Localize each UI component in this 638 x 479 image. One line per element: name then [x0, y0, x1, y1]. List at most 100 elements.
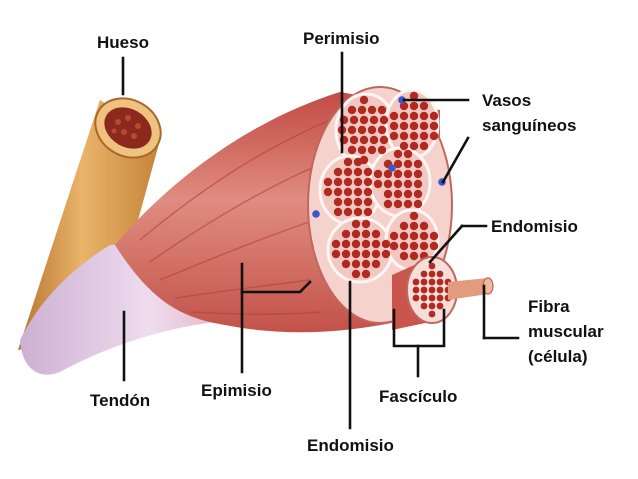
muscle-fiber	[409, 251, 419, 261]
muscle-fiber	[389, 131, 399, 141]
muscle-fiber	[428, 302, 436, 310]
muscle-fiber	[347, 145, 357, 155]
muscle-fiber	[341, 239, 351, 249]
muscle-fiber	[419, 101, 429, 111]
muscle-fiber	[361, 239, 371, 249]
muscle-fiber	[343, 197, 353, 207]
muscle-fiber	[341, 229, 351, 239]
muscle-fiber	[399, 251, 409, 261]
muscle-fiber	[393, 189, 403, 199]
muscle-fiber	[357, 105, 367, 115]
muscle-fiber	[349, 135, 359, 145]
muscle-fiber	[393, 179, 403, 189]
muscle-fiber	[333, 177, 343, 187]
muscle-fiber	[347, 125, 357, 135]
muscle-fiber	[351, 239, 361, 249]
blood-vessel	[388, 164, 396, 172]
muscle-fiber	[412, 294, 420, 302]
muscle-fiber	[343, 187, 353, 197]
muscle-fiber	[341, 249, 351, 259]
muscle-fiber	[429, 121, 439, 131]
muscle-fiber	[351, 219, 361, 229]
muscle-fiber	[369, 115, 379, 125]
muscle-fiber	[343, 177, 353, 187]
muscle-fiber	[357, 125, 367, 135]
muscle-fiber	[351, 259, 361, 269]
muscle-fiber	[389, 231, 399, 241]
muscle-fiber	[323, 177, 333, 187]
muscle-fiber	[363, 167, 373, 177]
leader-lines	[121, 51, 520, 430]
muscle-fiber	[399, 221, 409, 231]
muscle-fiber	[361, 229, 371, 239]
muscle-fiber	[428, 310, 436, 318]
muscle-fiber	[399, 141, 409, 151]
muscle-fiber	[409, 241, 419, 251]
muscle-fiber	[429, 131, 439, 141]
muscle-fiber	[403, 169, 413, 179]
muscle-fiber	[361, 219, 371, 229]
muscle-fiber	[389, 241, 399, 251]
muscle-fiber	[381, 239, 391, 249]
muscle-fiber	[333, 197, 343, 207]
muscle-fiber	[403, 189, 413, 199]
muscle-fiber	[409, 231, 419, 241]
muscle-fiber	[393, 169, 403, 179]
label-vasos-sanguineos-line1: Vasos	[482, 91, 531, 110]
muscle-fiber	[399, 111, 409, 121]
bone	[18, 97, 162, 350]
muscle-fiber	[413, 179, 423, 189]
muscle-fiber	[420, 270, 428, 278]
muscle-fiber	[403, 179, 413, 189]
muscle-fiber	[419, 121, 429, 131]
muscle-fiber	[353, 187, 363, 197]
muscle-fiber	[419, 131, 429, 141]
muscle-fiber	[393, 159, 403, 169]
muscle-fiber	[331, 239, 341, 249]
muscle-fiber	[383, 179, 393, 189]
muscle-fiber	[353, 157, 363, 167]
muscle-fiber	[436, 286, 444, 294]
muscle-fiber	[377, 145, 387, 155]
muscle-fiber	[419, 141, 429, 151]
muscle-fiber	[349, 115, 359, 125]
muscle-fiber	[373, 179, 383, 189]
muscle-fiber	[409, 111, 419, 121]
muscle-fiber	[403, 199, 413, 209]
label-vasos-sanguineos-line2: sanguíneos	[482, 116, 576, 135]
muscle-fiber	[343, 167, 353, 177]
muscle-fiber	[413, 199, 423, 209]
muscle-fiber	[409, 101, 419, 111]
muscle-fiber	[429, 111, 439, 121]
muscle-fiber	[361, 269, 371, 279]
muscle-fiber	[357, 145, 367, 155]
muscle-fiber	[341, 259, 351, 269]
muscle-fiber	[399, 131, 409, 141]
muscle-fiber	[373, 169, 383, 179]
blood-vessel	[398, 96, 406, 104]
label-fasciculo: Fascículo	[379, 387, 457, 406]
muscle-fiber	[363, 207, 373, 217]
muscle-fiber	[436, 278, 444, 286]
muscle-fiber	[389, 121, 399, 131]
muscle-fiber	[420, 294, 428, 302]
muscle-fiber	[420, 278, 428, 286]
muscle-fiber	[429, 231, 439, 241]
muscle-fiber	[343, 157, 353, 167]
muscle-fiber	[371, 249, 381, 259]
muscle-fiber	[361, 259, 371, 269]
muscle-fiber	[429, 241, 439, 251]
muscle-fiber	[413, 169, 423, 179]
muscle-fiber	[413, 189, 423, 199]
muscle-fiber	[371, 229, 381, 239]
muscle-fiber	[383, 169, 393, 179]
muscle-fiber	[379, 115, 389, 125]
muscle-fiber	[363, 197, 373, 207]
label-tendon: Tendón	[90, 391, 150, 410]
muscle-striations	[139, 119, 331, 315]
muscle-fiber	[419, 221, 429, 231]
label-endomisio-bottom: Endomisio	[307, 436, 394, 455]
muscle-fiber	[393, 149, 403, 159]
muscle-fiber	[377, 105, 387, 115]
muscle-fiber	[399, 101, 409, 111]
